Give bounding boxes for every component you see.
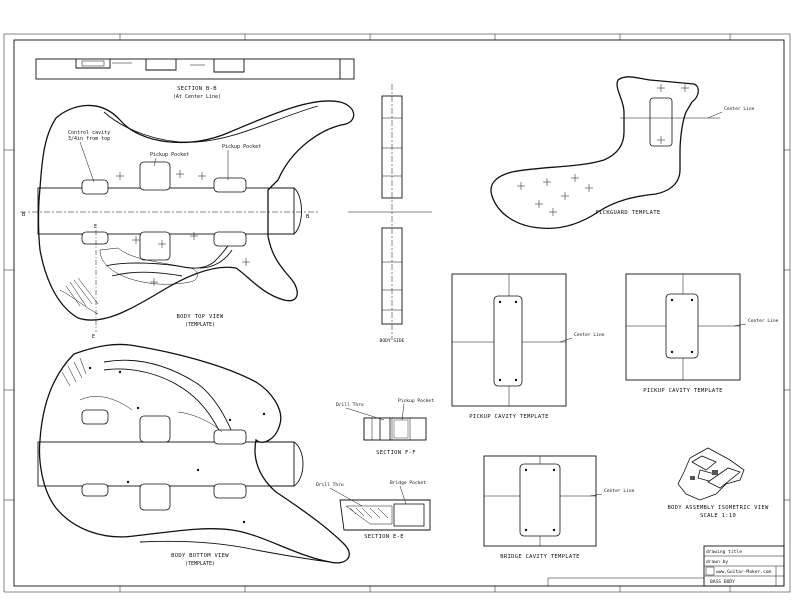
section-ee-title: SECTION E-E (364, 534, 404, 540)
bottom-contour-upper (103, 359, 233, 433)
border-ticks (4, 34, 790, 592)
top-note-pickup-1: Pickup Pocket (150, 152, 189, 158)
body-bottom-view: BODY BOTTOM VIEW (TEMPLATE) (37, 343, 350, 567)
body-side-view: BODY SIDE (348, 84, 432, 344)
pickguard-title: PICKGUARD TEMPLATE (595, 210, 660, 216)
pickup2-screw-dots (670, 298, 694, 354)
section-ff-note-pocket: Pickup Pocket (398, 398, 434, 404)
bottom-body-outline (38, 343, 350, 564)
bridge-centerline-note: Center Line (604, 488, 635, 494)
pickguard-centerline-note: Center Line (724, 106, 755, 112)
section-b-view: SECTION B-B (At Center Line) (35, 58, 355, 100)
section-b-title: SECTION B-B (177, 86, 217, 92)
bridge-title: BRIDGE CAVITY TEMPLATE (500, 554, 579, 560)
pickguard-template: Center Line PICKGUARD TEMPLATE (490, 76, 755, 230)
bottom-view-title: BODY BOTTOM VIEW (171, 553, 229, 559)
section-b-subtitle: (At Center Line) (173, 94, 221, 100)
pickguard-outline (490, 76, 699, 230)
pickup1-title: PICKUP CAVITY TEMPLATE (469, 414, 548, 420)
top-view-subtitle: (TEMPLATE) (185, 322, 215, 328)
section-ff-title: SECTION F-F (376, 450, 416, 456)
bottom-jack-hatch (61, 357, 87, 387)
pickup-cavity-template-2: Center Line PICKUP CAVITY TEMPLATE (625, 273, 779, 394)
title-block-line-1: drawing title (706, 549, 742, 555)
sheet-border (3, 33, 791, 593)
pickguard-screw-crosses (517, 84, 689, 216)
pickup1-screw-dots (498, 300, 518, 382)
top-body-outline (37, 100, 355, 321)
isometric-title: BODY ASSEMBLY ISOMETRIC VIEW (667, 505, 769, 511)
top-contour-upper (103, 105, 319, 143)
bottom-screw-dots (88, 366, 266, 524)
title-block-drawing: BASS BODY (710, 579, 735, 585)
bridge-cavity-template: Center Line BRIDGE CAVITY TEMPLATE (483, 455, 635, 560)
body-top-view: Control cavity 3/4in from top Pickup Poc… (20, 100, 355, 340)
isometric-view: BODY ASSEMBLY ISOMETRIC VIEW SCALE 1:10 (667, 447, 769, 519)
section-mark-e-top: E (94, 224, 97, 230)
section-ee-note-drill: Drill Thru (316, 482, 344, 488)
bottom-view-subtitle: (TEMPLATE) (185, 561, 215, 567)
section-ff-view: Drill Thru Pickup Pocket SECTION F-F (336, 398, 434, 456)
pickup-cavity-template-1: Center Line PICKUP CAVITY TEMPLATE (451, 273, 605, 420)
bottom-contour-lower (139, 540, 331, 563)
section-ee-view: Drill Thru Bridge Pocket SECTION E-E (316, 480, 431, 540)
section-ff-note-drill: Drill Thru (336, 402, 364, 408)
isometric-scale: SCALE 1:10 (700, 513, 736, 519)
title-block-site: www.Guitar-Maker.com (716, 569, 772, 575)
pickup2-title: PICKUP CAVITY TEMPLATE (643, 388, 722, 394)
bridge-screw-dots (524, 468, 556, 532)
top-contour-lower (105, 235, 235, 269)
top-reference-crosses (116, 170, 250, 286)
section-mark-b-left: B (22, 212, 26, 218)
top-note-pickup-2: Pickup Pocket (222, 144, 261, 150)
section-mark-e-bottom: E (92, 334, 95, 340)
top-jack-hatch (59, 277, 99, 315)
title-block-line-2: drawn by (706, 559, 728, 565)
section-mark-b-right: B (306, 214, 310, 220)
top-note-control: Control cavity (68, 130, 110, 136)
side-view-title: BODY SIDE (380, 338, 405, 344)
title-block: drawing title drawn by www.Guitar-Maker.… (547, 545, 785, 587)
pickup1-centerline-note: Center Line (574, 332, 605, 338)
top-note-depth: 3/4in from top (68, 136, 110, 142)
top-view-title: BODY TOP VIEW (177, 314, 224, 320)
pickup2-centerline-note: Center Line (748, 318, 779, 324)
section-ee-note-pocket: Bridge Pocket (390, 480, 426, 486)
